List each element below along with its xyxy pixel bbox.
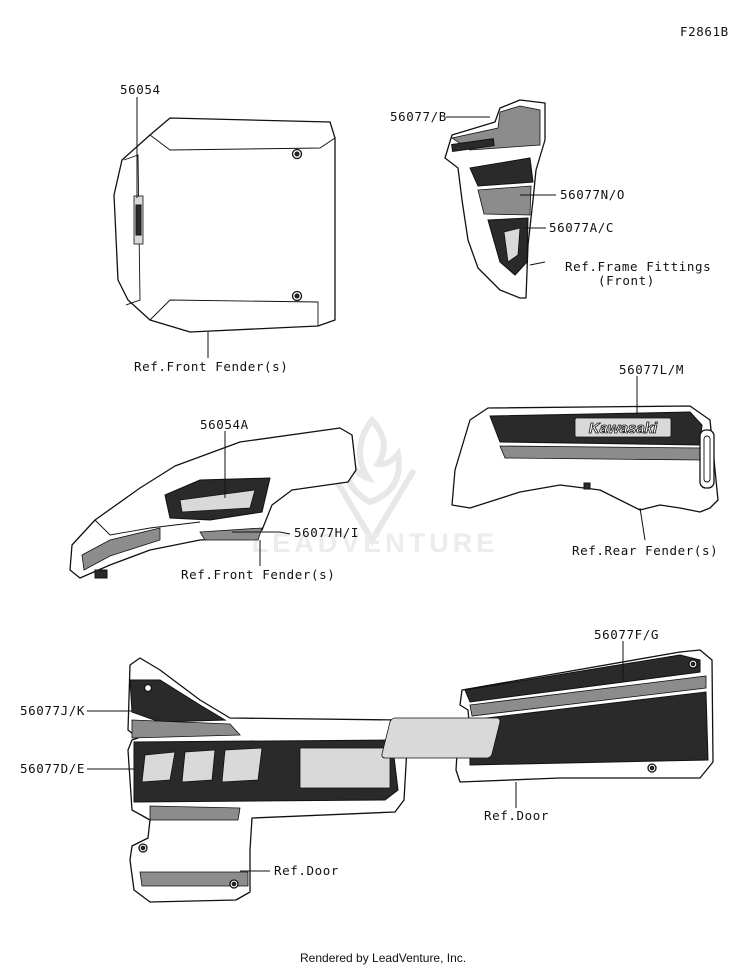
callout-56054a[interactable]: 56054A <box>200 417 249 432</box>
part-door-right <box>381 649 714 783</box>
callout-56077no[interactable]: 56077N/O <box>560 187 626 202</box>
ref-front-fender-label-2[interactable]: Ref.Front Fender(s) <box>181 567 336 582</box>
part-door-left <box>127 657 409 903</box>
kawasaki-logo-text: Kawasaki <box>589 420 658 437</box>
leader-lines <box>87 97 646 872</box>
part-front-fender-side <box>69 427 357 579</box>
part-rear-fender: Kawasaki <box>451 405 719 513</box>
footer-credit: Rendered by LeadVenture, Inc. <box>300 951 467 965</box>
callout-56077ac[interactable]: 56077A/C <box>549 220 615 235</box>
callout-56077hi[interactable]: 56077H/I <box>294 525 360 540</box>
callout-56077jk[interactable]: 56077J/K <box>20 703 86 718</box>
callout-56077b[interactable]: 56077/B <box>390 109 447 124</box>
watermark-logo <box>327 415 417 546</box>
ref-door-label-2[interactable]: Ref.Door <box>484 808 550 823</box>
ref-rear-fender-label[interactable]: Ref.Rear Fender(s) <box>572 543 719 558</box>
ref-frame-fittings-label[interactable]: Ref.Frame Fittings <box>565 259 712 274</box>
callout-56077de[interactable]: 56077D/E <box>20 761 86 776</box>
ref-frame-fittings-sub-label: (Front) <box>598 273 655 288</box>
watermark-text: LEADVENTURE <box>252 528 499 558</box>
figure-code: F2861B <box>680 24 729 39</box>
ref-door-label-1[interactable]: Ref.Door <box>274 863 340 878</box>
part-frame-fitting-front <box>444 99 546 299</box>
callout-56077lm[interactable]: 56077L/M <box>619 362 685 377</box>
part-front-fender-top <box>113 117 336 333</box>
callout-56077fg[interactable]: 56077F/G <box>594 627 660 642</box>
callout-56054[interactable]: 56054 <box>120 82 161 97</box>
ref-front-fender-label-1[interactable]: Ref.Front Fender(s) <box>134 359 289 374</box>
